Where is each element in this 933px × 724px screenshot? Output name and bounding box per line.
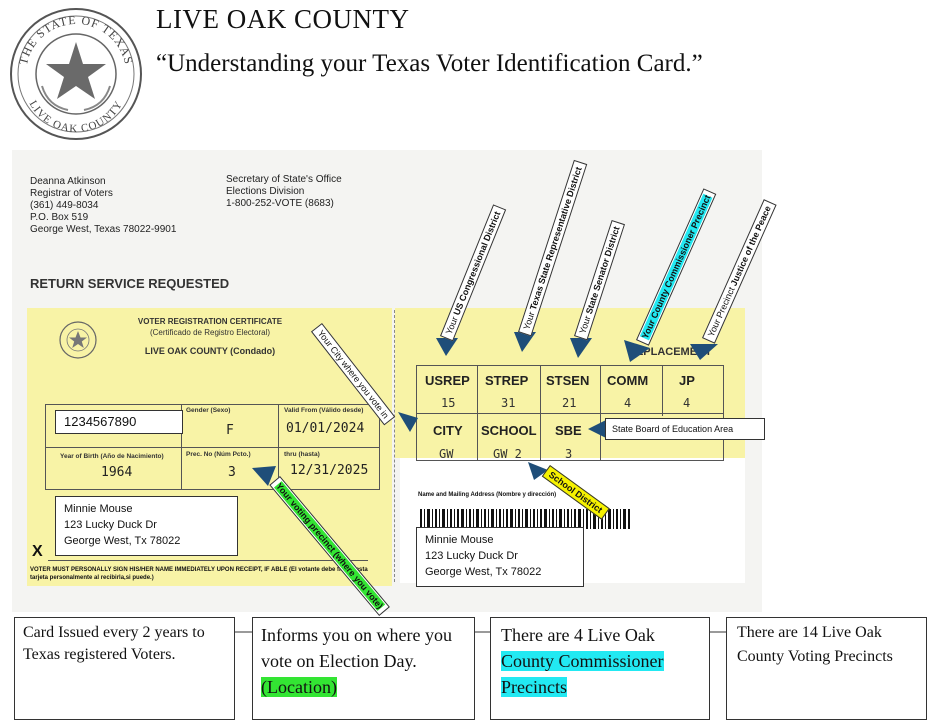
mailing-address-label: Name and Mailing Address (Nombre y direc… xyxy=(418,492,557,498)
connector-1 xyxy=(235,631,252,633)
info-box-commissioner-precincts: There are 4 Live Oak County Commissioner… xyxy=(490,617,710,720)
arrow-jp-icon xyxy=(690,344,718,360)
arrow-stsen-icon xyxy=(570,338,592,358)
perforation-line xyxy=(394,310,395,582)
signature-line xyxy=(48,560,368,561)
connector-2 xyxy=(475,631,490,633)
sbe-label: SBE xyxy=(555,423,582,438)
signature-note: VOTER MUST PERSONALLY SIGN HIS/HER NAME … xyxy=(30,567,368,581)
comm-label: COMM xyxy=(607,373,649,388)
valid-from-value: 01/01/2024 xyxy=(286,421,365,436)
strep-label: STREP xyxy=(485,373,529,388)
info-box-polling-location: Informs you on where you vote on Electio… xyxy=(252,617,475,720)
city-value: GW xyxy=(439,447,454,461)
stsen-value: 21 xyxy=(562,396,577,410)
county-seal-icon: THE STATE OF TEXAS LIVE OAK COUNTY xyxy=(10,8,142,140)
valid-from-label: Valid From (Válido desde) xyxy=(284,407,364,414)
jp-value: 4 xyxy=(683,396,691,410)
strep-value: 31 xyxy=(501,396,516,410)
thru-label: thru (hasta) xyxy=(284,451,320,458)
yob-value: 1964 xyxy=(101,465,133,480)
voter-field-grid: Gender (Sexo) F Valid From (Válido desde… xyxy=(45,404,380,490)
certificate-title-es: (Certificado de Registro Electoral) xyxy=(149,328,271,337)
usrep-value: 15 xyxy=(441,396,456,410)
arrow-school-icon xyxy=(528,462,548,480)
comm-value: 4 xyxy=(624,396,632,410)
gender-value: F xyxy=(226,423,234,438)
page-subtitle: “Understanding your Texas Voter Identifi… xyxy=(156,50,703,77)
precinct-value: 3 xyxy=(228,465,236,480)
stsen-label: STSEN xyxy=(546,373,590,388)
yob-label: Year of Birth (Año de Nacimiento) xyxy=(60,453,164,460)
precinct-label: Prec. No (Núm Pcto.) xyxy=(186,451,251,458)
usrep-label: USREP xyxy=(425,373,470,388)
vuid-number: 1234567890 xyxy=(55,410,183,434)
certificate-county: LIVE OAK COUNTY (Condado) xyxy=(144,346,276,356)
info-box-voting-precincts: There are 14 Live Oak County Voting Prec… xyxy=(726,617,927,720)
signature-x-mark: X xyxy=(32,543,43,560)
page-title: LIVE OAK COUNTY xyxy=(156,4,410,34)
arrow-comm-icon xyxy=(624,340,650,362)
arrow-sbe-icon xyxy=(588,420,606,438)
callout-sbe: State Board of Education Area xyxy=(605,418,765,440)
gender-label: Gender (Sexo) xyxy=(186,407,231,414)
registrar-block: Deanna Atkinson Registrar of Voters (361… xyxy=(30,176,177,235)
info-box-card-issued: Card Issued every 2 years to Texas regis… xyxy=(14,617,235,720)
arrow-precinct-icon xyxy=(252,466,276,486)
school-label: SCHOOL xyxy=(481,423,537,438)
certificate-title: VOTER REGISTRATION CERTIFICATE xyxy=(137,317,283,326)
sos-block: Secretary of State's Office Elections Di… xyxy=(226,174,342,209)
address-box-certificate: Minnie Mouse 123 Lucky Duck Dr George We… xyxy=(55,496,238,556)
return-service-label: RETURN SERVICE REQUESTED xyxy=(30,276,230,291)
thru-value: 12/31/2025 xyxy=(290,463,369,478)
address-box-mailing: Minnie Mouse 123 Lucky Duck Dr George We… xyxy=(416,527,584,587)
barcode-icon xyxy=(420,509,630,529)
sbe-value: 3 xyxy=(565,447,573,461)
replacement-label: REPLACEMENT xyxy=(628,346,712,358)
district-table: USREP 15 STREP 31 STSEN 21 COMM 4 JP 4 C… xyxy=(416,365,724,461)
arrow-strep-icon xyxy=(514,332,536,352)
connector-3 xyxy=(710,631,726,633)
card-seal-icon xyxy=(59,321,97,359)
jp-label: JP xyxy=(679,373,695,388)
arrow-city-icon xyxy=(398,412,418,432)
city-label: CITY xyxy=(433,423,463,438)
arrow-usrep-icon xyxy=(436,338,458,356)
school-value: GW 2 xyxy=(493,447,522,461)
